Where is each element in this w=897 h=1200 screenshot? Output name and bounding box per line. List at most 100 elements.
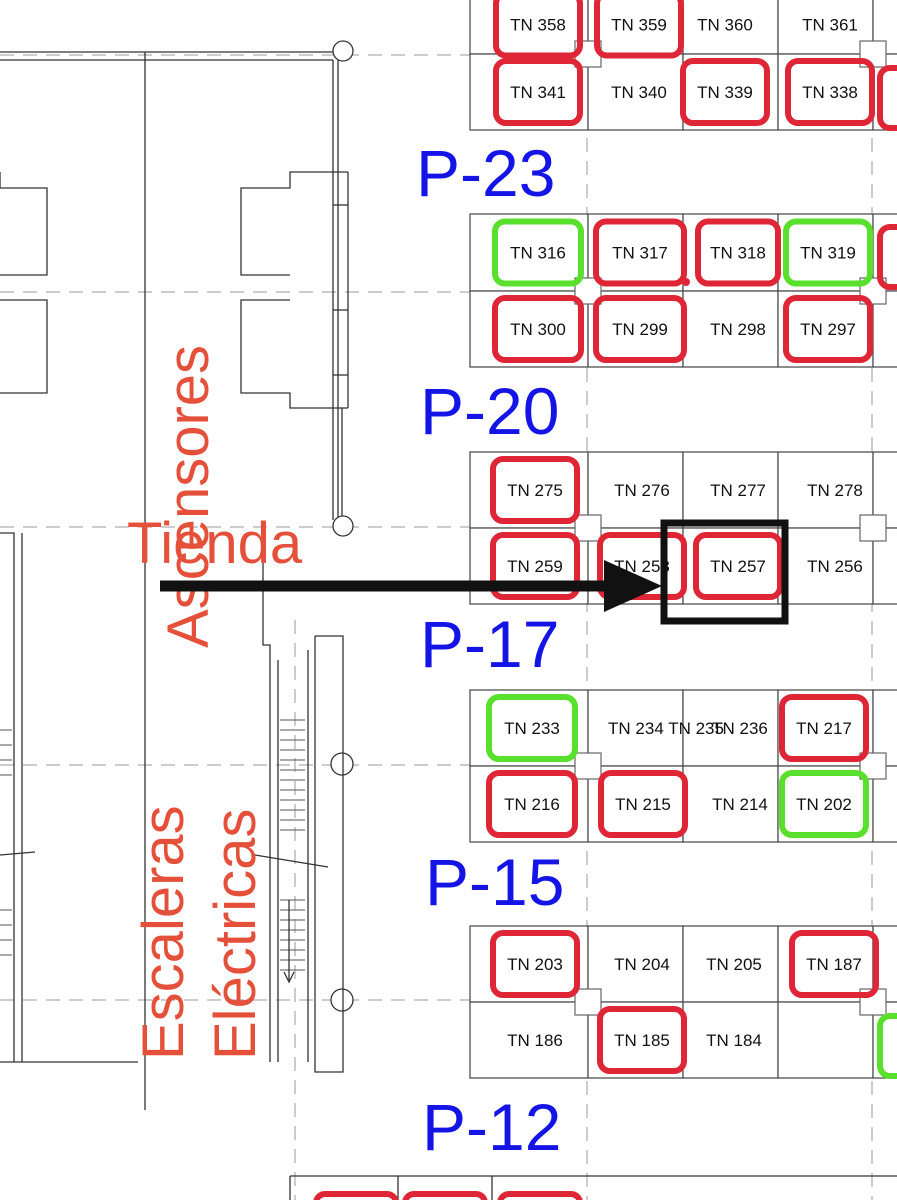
store-cell [777, 213, 874, 292]
store-cell [682, 451, 779, 529]
red-dot-marker [682, 278, 690, 286]
store-label: TN 319 [800, 244, 856, 263]
store-marker [497, 1191, 583, 1200]
store-label: TN 216 [504, 795, 560, 814]
store-cell [682, 689, 779, 767]
aisle-label: P-12 [422, 1090, 561, 1164]
column-marker [859, 514, 887, 542]
store-label: TN 259 [507, 557, 563, 576]
taken-store-marker [789, 930, 879, 998]
availability-markers [486, 0, 897, 1079]
taken-store-marker [594, 0, 684, 59]
store-cell [777, 451, 874, 529]
store-label: TN 276 [614, 481, 670, 500]
store-label: TN 297 [800, 320, 856, 339]
store-label: TN 338 [802, 83, 858, 102]
store-label: TN 358 [510, 16, 566, 35]
store-label: TN 361 [802, 16, 858, 35]
aisle-label: P-23 [416, 136, 555, 210]
edge-store-marker [877, 224, 897, 290]
store-label: TN 205 [706, 955, 762, 974]
taken-store-marker [593, 295, 687, 363]
store-cell [469, 0, 589, 55]
store-cell [469, 925, 589, 1003]
store-labels: TN 358 TN 359 TN 360 TN 361 TN 341 TN 340 TN 3… [504, 16, 863, 1051]
taken-store-marker [779, 694, 869, 762]
taken-store-marker [783, 295, 873, 363]
store-cell [682, 765, 779, 843]
store-label: TN 203 [507, 955, 563, 974]
tienda-label: Tienda [127, 511, 303, 576]
store-marker [402, 1191, 488, 1200]
store-label: TN 360 [697, 16, 753, 35]
store-label: TN 202 [796, 795, 852, 814]
taken-store-marker [597, 532, 687, 600]
store-label: TN 184 [706, 1031, 762, 1050]
taken-store-marker [493, 58, 583, 126]
column-marker [574, 752, 602, 780]
store-label: TN 275 [507, 481, 563, 500]
column-marker [574, 988, 602, 1016]
available-store-marker [783, 218, 873, 287]
store-cell [682, 1001, 779, 1079]
ascensores-label: Ascensores [156, 345, 221, 648]
store-label: TN 300 [510, 320, 566, 339]
store-label: TN 214 [712, 795, 768, 814]
store-cell [777, 290, 874, 368]
taken-store-marker [493, 0, 583, 59]
store-cell [682, 925, 779, 1003]
taken-store-marker [490, 532, 580, 600]
aisle-label: P-15 [425, 845, 564, 919]
store-label: TN 317 [612, 244, 668, 263]
taken-store-marker [490, 930, 580, 998]
store-label: TN 186 [507, 1031, 563, 1050]
store-label: TN 204 [614, 955, 670, 974]
escaleras-label: Escaleras [131, 805, 196, 1060]
taken-store-marker [693, 532, 783, 600]
available-store-marker [779, 770, 869, 838]
store-label: TN 359 [611, 16, 667, 35]
taken-store-marker [680, 58, 770, 126]
store-label: TN 187 [806, 955, 862, 974]
electricas-label: Eléctricas [203, 809, 268, 1060]
store-cell [777, 53, 874, 131]
store-cell [777, 1001, 874, 1079]
store-label: TN 340 [611, 83, 667, 102]
store-label: TN 215 [615, 795, 671, 814]
highlight-box [660, 519, 789, 625]
store-cell [682, 290, 779, 368]
edge-store-marker [877, 1013, 897, 1079]
available-store-marker [492, 218, 584, 287]
bottom-row-markers [313, 1191, 583, 1200]
store-label: TN 256 [807, 557, 863, 576]
pointer-arrow-head [604, 560, 662, 612]
store-label: TN 257 [710, 557, 766, 576]
aisle-label: P-20 [420, 374, 559, 448]
store-marker [313, 1191, 399, 1200]
available-store-marker [486, 694, 578, 762]
store-cell [469, 53, 589, 131]
taken-store-marker [492, 295, 584, 363]
store-label: TN 234 TN 235 [608, 719, 724, 738]
store-label: TN 339 [697, 83, 753, 102]
store-label: TN 299 [612, 320, 668, 339]
taken-store-marker [695, 218, 781, 287]
store-label: TN 341 [510, 83, 566, 102]
store-label: TN 298 [710, 320, 766, 339]
store-label: TN 233 [504, 719, 560, 738]
store-cell [587, 213, 684, 292]
store-label: TN 316 [510, 244, 566, 263]
taken-store-marker [593, 218, 687, 287]
store-label: TN 277 [710, 481, 766, 500]
store-label: TN 278 [807, 481, 863, 500]
column-marker [574, 514, 602, 542]
store-cell [682, 53, 779, 131]
store-label: TN 318 [710, 244, 766, 263]
taken-store-marker [598, 770, 688, 838]
taken-store-marker [785, 58, 875, 126]
taken-store-marker [486, 770, 578, 838]
edge-store-marker [877, 65, 897, 131]
taken-store-marker [597, 1006, 687, 1074]
aisle-label: P-17 [420, 607, 559, 681]
